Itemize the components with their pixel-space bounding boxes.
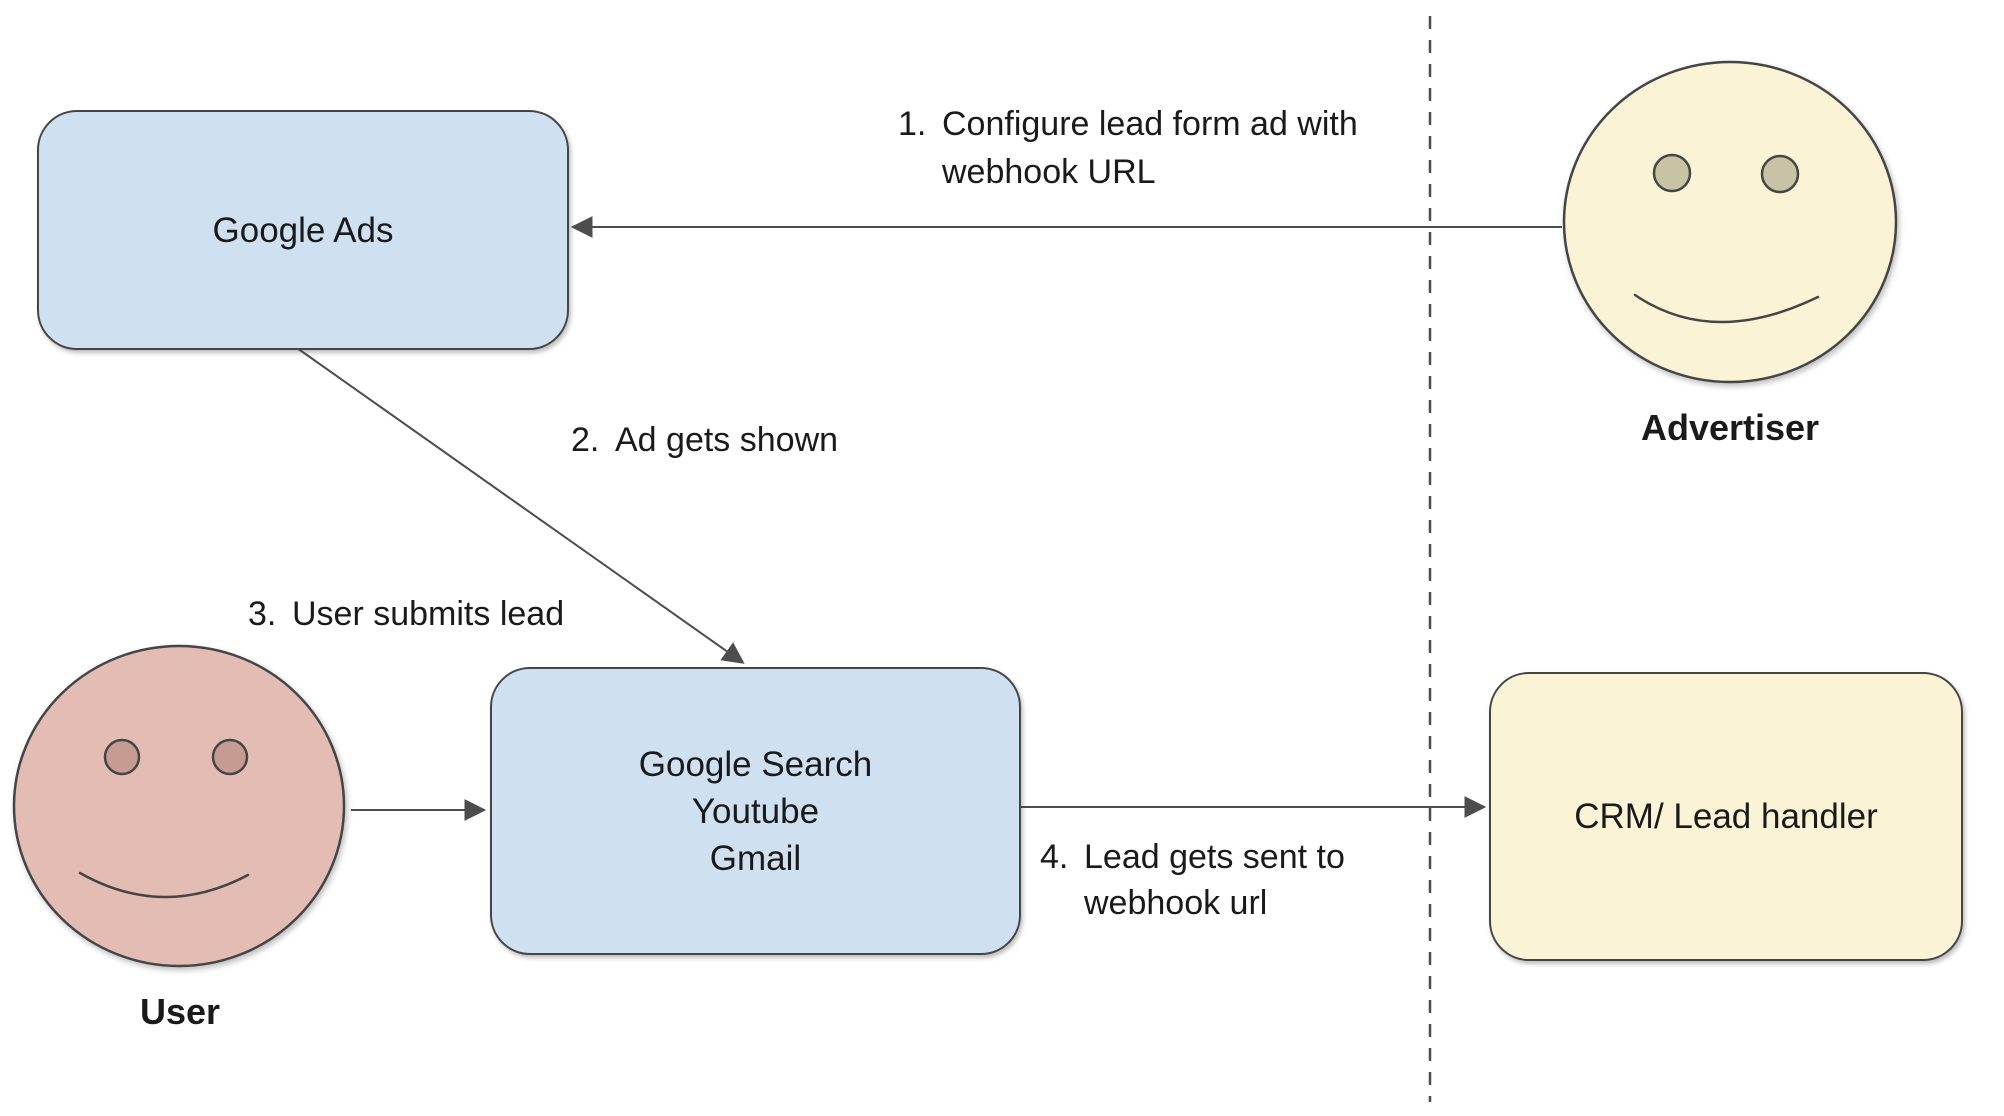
advertiser-head xyxy=(1562,60,1898,384)
arrow-google-ads-to-surfaces xyxy=(296,347,745,664)
step3-text: User submits lead xyxy=(292,595,565,633)
step2-number: 2. xyxy=(571,421,600,459)
step1-label: 1. Configure lead form ad with webhook U… xyxy=(898,100,1358,196)
node-google-ads-label: Google Ads xyxy=(212,210,394,250)
step4-text: Lead gets sent to webhook url xyxy=(1084,834,1345,926)
step4-line2: webhook url xyxy=(1084,884,1268,922)
advertiser-eye-right xyxy=(1760,154,1800,194)
advertiser-label: Advertiser xyxy=(1640,407,1820,448)
node-google-surfaces-label: Google Search Youtube Gmail xyxy=(639,741,872,882)
surface-youtube: Youtube xyxy=(691,791,820,831)
step3-label: 3. User submits lead xyxy=(248,590,564,638)
user-eye-left xyxy=(103,738,141,776)
node-google-ads: Google Ads xyxy=(37,110,569,350)
advertiser-face-icon xyxy=(1560,58,1900,388)
user-head xyxy=(12,644,346,968)
step1-line1: Configure lead form ad with xyxy=(942,105,1358,143)
step1-line2: webhook URL xyxy=(942,153,1156,191)
step2-text: Ad gets shown xyxy=(615,421,839,459)
node-crm-lead-handler: CRM/ Lead handler xyxy=(1489,672,1963,961)
user-label: User xyxy=(139,991,221,1032)
user-eye-right xyxy=(211,738,249,776)
advertiser-eye-left xyxy=(1652,153,1692,193)
user-smile xyxy=(78,871,250,899)
step1-text: Configure lead form ad with webhook URL xyxy=(942,100,1358,196)
step1-number: 1. xyxy=(898,105,927,143)
surface-google-search: Google Search xyxy=(638,744,873,784)
surface-gmail: Gmail xyxy=(709,838,802,878)
node-crm-label: CRM/ Lead handler xyxy=(1574,797,1878,836)
step4-number: 4. xyxy=(1040,838,1069,876)
advertiser-smile xyxy=(1633,293,1820,324)
node-google-surfaces: Google Search Youtube Gmail xyxy=(490,667,1021,955)
user-face-icon xyxy=(10,642,350,972)
step4-label: 4. Lead gets sent to webhook url xyxy=(1040,834,1345,926)
step4-line1: Lead gets sent to xyxy=(1084,838,1345,876)
step3-number: 3. xyxy=(248,595,277,633)
step2-label: 2. Ad gets shown xyxy=(571,416,838,464)
